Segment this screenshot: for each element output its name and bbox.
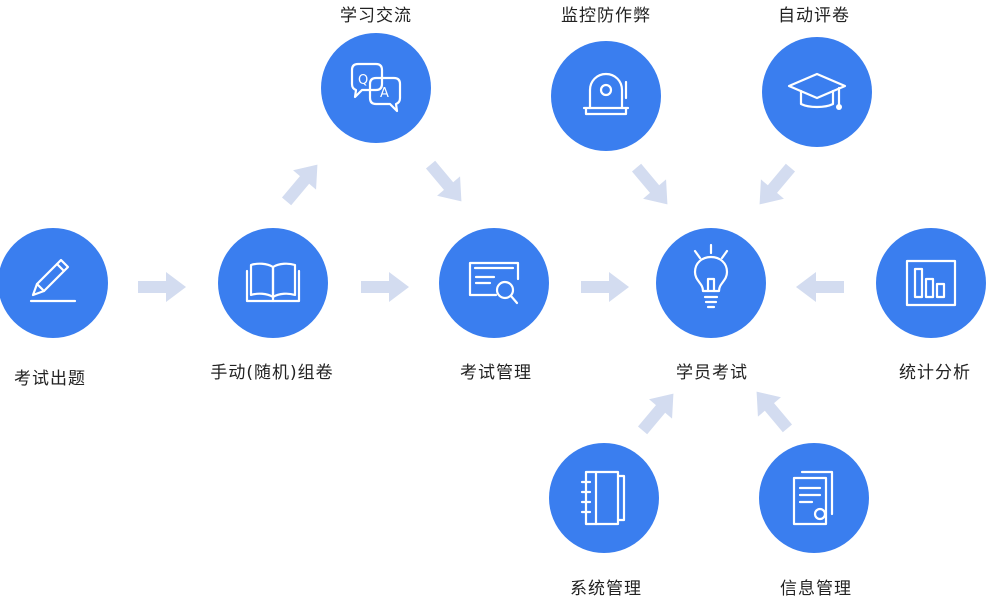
node-exam-setup[interactable] xyxy=(0,228,108,338)
svg-text:A: A xyxy=(380,86,389,101)
node-auto-grading[interactable] xyxy=(762,37,872,147)
qa-chat-icon: Q A xyxy=(350,62,402,113)
label-study-exchange: 学习交流 xyxy=(340,6,412,26)
label-student-exam: 学员考试 xyxy=(676,363,748,383)
label-auto-grading: 自动评卷 xyxy=(778,6,850,26)
alarm-bell-icon xyxy=(582,72,630,116)
svg-text:Q: Q xyxy=(358,73,368,88)
label-anti-cheat: 监控防作弊 xyxy=(561,6,651,26)
label-exam-manage: 考试管理 xyxy=(460,363,532,383)
lightbulb-icon xyxy=(693,243,729,309)
certificate-search-icon xyxy=(468,261,520,305)
node-system-manage[interactable] xyxy=(549,443,659,553)
node-paper-compose[interactable] xyxy=(218,228,328,338)
node-exam-manage[interactable] xyxy=(439,228,549,338)
label-paper-compose: 手动(随机)组卷 xyxy=(210,363,334,383)
notebook-icon xyxy=(580,470,626,526)
label-info-manage: 信息管理 xyxy=(780,579,852,599)
pencil-icon xyxy=(29,258,77,303)
node-study-exchange[interactable]: Q A xyxy=(321,33,431,143)
label-statistics: 统计分析 xyxy=(899,363,971,383)
bar-chart-icon xyxy=(905,259,957,307)
node-student-exam[interactable] xyxy=(656,228,766,338)
document-stamp-icon xyxy=(792,470,834,526)
label-exam-setup: 考试出题 xyxy=(14,369,86,389)
node-info-manage[interactable] xyxy=(759,443,869,553)
node-anti-cheat[interactable] xyxy=(551,41,661,151)
node-statistics[interactable] xyxy=(876,228,986,338)
book-icon xyxy=(245,262,301,303)
label-system-manage: 系统管理 xyxy=(570,579,642,599)
graduation-cap-icon xyxy=(787,72,847,110)
